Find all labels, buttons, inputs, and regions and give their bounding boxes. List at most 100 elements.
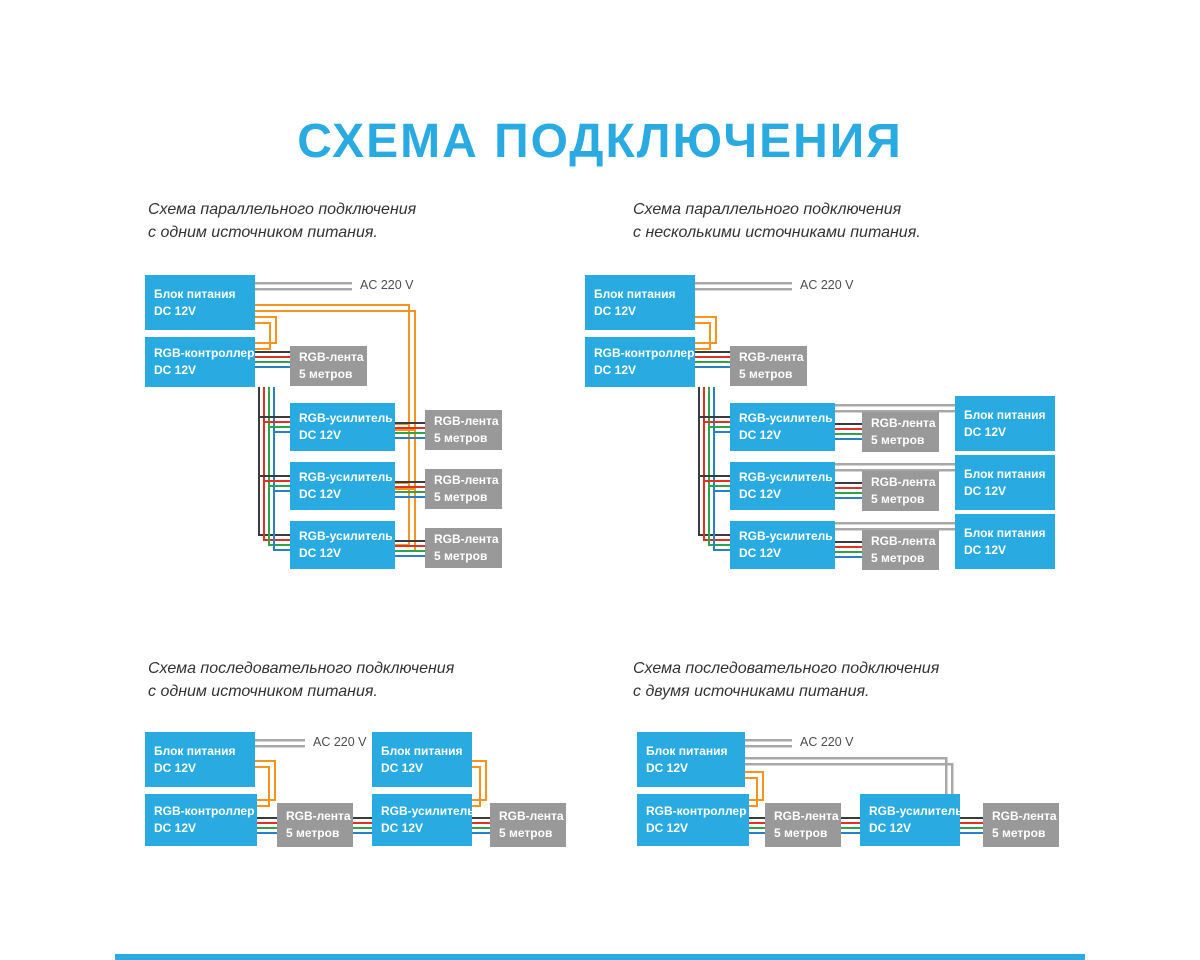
ac-voltage-label: AC 220 V [800,278,854,292]
ac-voltage-label: AC 220 V [360,278,414,292]
rgb-amplifier-box: RGB-усилитель DC 12V [860,794,963,846]
box-label: RGB-лента [774,809,839,823]
box-label: RGB-усилитель [869,804,963,818]
rgb-ribbon-wires [695,350,862,559]
box-label: RGB-усилитель [739,470,833,484]
diagram-caption: Схема последовательного подключения с дв… [633,657,939,703]
box-sublabel: 5 метров [499,826,553,840]
rgb-controller-box: RGB-контроллер DC 12V [145,337,255,387]
box-sublabel: DC 12V [381,821,424,835]
box-sublabel: 5 метров [434,549,488,563]
rgb-amplifier-box: RGB-усилитель DC 12V [290,462,395,510]
psu-feed-wires [745,756,954,794]
dc-power-wire [745,770,765,808]
box-sublabel: 5 метров [871,551,925,565]
box-sublabel: 5 метров [992,826,1046,840]
box-label: RGB-лента [871,475,936,489]
box-label: Блок питания [646,743,728,758]
box-label: RGB-усилитель [299,411,393,425]
caption-line1: Схема параллельного подключения [148,201,417,218]
box-sublabel: DC 12V [299,546,342,560]
power-supply-box: Блок питания DC 12V [145,275,255,330]
box-label: RGB-лента [286,809,351,823]
box-sublabel: DC 12V [594,303,637,318]
box-sublabel: DC 12V [964,483,1007,498]
caption-line2: с одним источником питания. [148,224,378,241]
rgb-amplifier-box: RGB-усилитель DC 12V [730,521,835,569]
rgb-amplifier-box: RGB-усилитель DC 12V [290,521,395,569]
box-sublabel: 5 метров [871,433,925,447]
box-label: RGB-лента [434,473,499,487]
box-label: RGB-лента [871,416,936,430]
power-supply-box: Блок питания DC 12V [585,275,695,330]
box-sublabel: DC 12V [739,428,782,442]
power-supply-box: Блок питания DC 12V [145,732,255,787]
rgb-amplifier-box: RGB-усилитель DC 12V [730,403,835,451]
page-title: СХЕМА ПОДКЛЮЧЕНИЯ [297,115,903,168]
psu-feed-wires [835,403,955,531]
power-supply-box: Блок питания DC 12V [637,732,745,787]
rgb-amplifier-box: RGB-усилитель DC 12V [730,462,835,510]
box-sublabel: 5 метров [434,490,488,504]
rgb-strip-box: RGB-лента 5 метров [490,803,566,847]
box-label: RGB-контроллер [154,346,255,360]
diagram-caption: Схема параллельного подключения с одним … [148,198,416,244]
box-sublabel: DC 12V [299,487,342,501]
caption-line2: с несколькими источниками питания. [633,224,921,241]
power-supply-box: Блок питания DC 12V [372,732,472,787]
caption-line2: с одним источником питания. [148,683,378,700]
rgb-strip-box: RGB-лента 5 метров [425,469,502,509]
box-sublabel: DC 12V [381,760,424,775]
ac-voltage-label: AC 220 V [313,735,367,749]
box-label: RGB-лента [499,809,564,823]
rgb-strip-box: RGB-лента 5 метров [983,803,1059,847]
box-label: RGB-контроллер [646,804,747,818]
box-sublabel: DC 12V [154,303,197,318]
rgb-amplifier-box: RGB-усилитель DC 12V [372,794,475,846]
caption-line1: Схема последовательного подключения [633,660,940,677]
rgb-strip-box: RGB-лента 5 метров [765,803,841,847]
box-label: Блок питания [964,407,1046,422]
box-label: RGB-усилитель [739,411,833,425]
diagram-caption: Схема последовательного подключения с од… [148,657,454,703]
box-label: RGB-лента [992,809,1057,823]
box-label: RGB-лента [739,350,804,364]
rgb-strip-box: RGB-лента 5 метров [277,803,353,847]
box-label: Блок питания [964,466,1046,481]
box-sublabel: DC 12V [869,821,912,835]
box-sublabel: 5 метров [434,431,488,445]
ac-voltage-label: AC 220 V [800,735,854,749]
ac-wire [745,738,792,748]
rgb-strip-box: RGB-лента 5 метров [862,471,939,511]
box-sublabel: 5 метров [774,826,828,840]
box-sublabel: DC 12V [154,363,197,377]
rgb-strip-box: RGB-лента 5 метров [425,528,502,568]
box-label: RGB-усилитель [381,804,475,818]
box-label: RGB-лента [299,350,364,364]
caption-line1: Схема последовательного подключения [148,660,455,677]
box-sublabel: 5 метров [739,367,793,381]
box-label: RGB-усилитель [739,529,833,543]
rgb-strip-box: RGB-лента 5 метров [290,346,367,386]
ac-wire [695,281,792,291]
rgb-ribbon-wires [749,816,983,835]
rgb-strip-box: RGB-лента 5 метров [862,530,939,570]
box-label: RGB-усилитель [299,529,393,543]
box-sublabel: DC 12V [299,428,342,442]
box-sublabel: DC 12V [964,542,1007,557]
rgb-strip-box: RGB-лента 5 метров [730,346,807,386]
box-sublabel: DC 12V [646,760,689,775]
box-label: Блок питания [154,743,236,758]
rgb-ribbon-wires [255,350,425,558]
rgb-controller-box: RGB-контроллер DC 12V [637,794,749,846]
box-label: Блок питания [381,743,463,758]
rgb-amplifier-box: RGB-усилитель DC 12V [290,403,395,451]
box-sublabel: DC 12V [739,487,782,501]
box-sublabel: 5 метров [871,492,925,506]
box-label: RGB-лента [434,532,499,546]
box-label: RGB-контроллер [154,804,255,818]
diagram-caption: Схема параллельного подключения с нескол… [633,198,921,244]
rgb-ribbon-wires [257,816,490,835]
box-sublabel: 5 метров [299,367,353,381]
